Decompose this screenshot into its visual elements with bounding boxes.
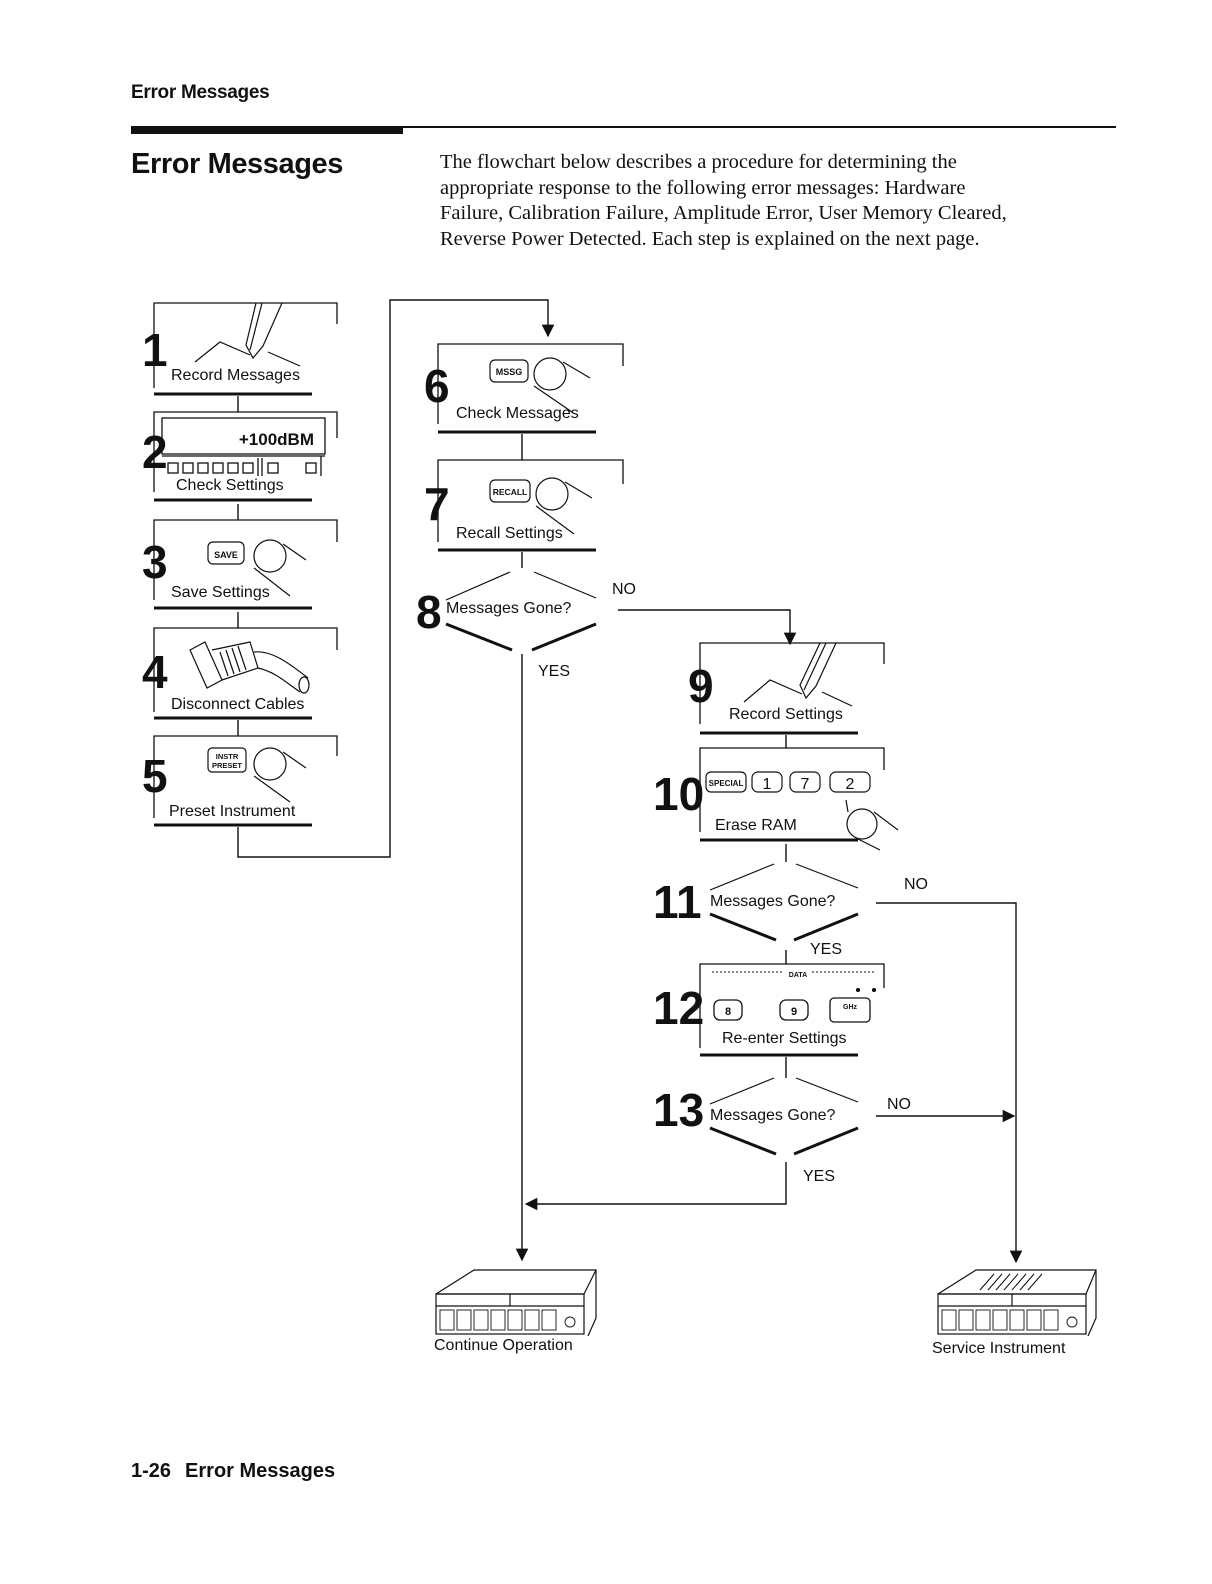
step-5: 5 INSTR PRESET Preset Instrument	[142, 735, 338, 827]
footer-title: Error Messages	[185, 1460, 336, 1482]
decision-question: Messages Gone?	[710, 893, 836, 910]
step-2: 2 +100dBM Check Settings	[142, 411, 338, 502]
keypad-icon	[712, 971, 877, 1023]
running-head: Error Messages	[131, 82, 270, 103]
finger-press-icon	[207, 539, 307, 597]
header-rule-thick	[131, 126, 403, 134]
step-10: 10 SPECIAL 1 7 2 Erase RAM	[653, 747, 899, 851]
intro-paragraph: The flowchart below describes a procedur…	[440, 150, 1120, 252]
step-number: 5	[142, 750, 168, 802]
step-1: 1 Record Messages	[142, 302, 338, 396]
step-label: Record Settings	[729, 706, 843, 723]
preset-key-label: INSTR	[216, 752, 239, 761]
pencil-icon	[743, 642, 853, 707]
key-label: 9	[791, 1006, 797, 1018]
step-label: Save Settings	[171, 584, 270, 601]
display-readout: +100dBM	[239, 430, 314, 449]
page-footer: 1-26 Error Messages	[131, 1460, 335, 1483]
data-panel-label: DATA	[789, 972, 807, 979]
step-6: 6 MSSG Check Messages	[424, 343, 624, 434]
step-label: Check Messages	[456, 405, 579, 422]
decision-number: 8	[416, 586, 442, 638]
step-label: Check Settings	[176, 477, 284, 494]
save-key-label: SAVE	[214, 550, 238, 560]
key-label: 2	[846, 776, 855, 793]
decision-13: 13 Messages Gone? NO YES	[653, 1077, 911, 1185]
decision-question: Messages Gone?	[710, 1107, 836, 1124]
key-label: 1	[763, 776, 772, 793]
step-label: Re-enter Settings	[722, 1030, 847, 1047]
step-4: 4 Disconnect Cables	[142, 627, 338, 720]
connector-lines	[237, 299, 1023, 1264]
instrument-icon	[435, 1269, 597, 1337]
key-label: GHz	[843, 1004, 858, 1011]
page-number: 1-26	[131, 1460, 172, 1482]
cable-connector-icon	[189, 641, 310, 694]
step-9: 9 Record Settings	[688, 642, 885, 735]
step-number: 7	[424, 478, 450, 530]
no-label: NO	[612, 581, 636, 598]
step-label: Erase RAM	[715, 817, 797, 834]
decision-number: 13	[653, 1084, 704, 1136]
step-number: 1	[142, 324, 168, 376]
step-label: Disconnect Cables	[171, 696, 304, 713]
section-title: Error Messages	[131, 148, 344, 180]
step-12: 12 DATA 8 9 GHz Re-enter Settings	[653, 963, 885, 1057]
decision-8: 8 Messages Gone? NO YES	[416, 571, 636, 680]
key-label: 8	[725, 1006, 731, 1018]
key-label: 7	[801, 776, 810, 793]
finger-press-icon	[489, 477, 593, 535]
header-rule-thin	[403, 126, 1116, 128]
outcome-service-instrument: Service Instrument	[932, 1269, 1097, 1357]
step-number: 3	[142, 536, 168, 588]
step-number: 4	[142, 646, 168, 698]
step-label: Preset Instrument	[169, 803, 296, 820]
mssg-key-label: MSSG	[496, 367, 523, 377]
step-number: 6	[424, 360, 450, 412]
special-key-label: SPECIAL	[709, 779, 744, 788]
outcome-continue-operation: Continue Operation	[434, 1269, 597, 1354]
recall-key-label: RECALL	[493, 487, 527, 497]
step-label: Recall Settings	[456, 525, 563, 542]
intro-line: Reverse Power Detected. Each step is exp…	[440, 227, 980, 250]
finger-press-icon	[705, 771, 899, 851]
intro-line: The flowchart below describes a procedur…	[440, 151, 957, 173]
step-number: 2	[142, 426, 168, 478]
step-7: 7 RECALL Recall Settings	[424, 459, 624, 552]
intro-line: Failure, Calibration Failure, Amplitude …	[440, 202, 1007, 224]
decision-question: Messages Gone?	[446, 600, 572, 617]
step-number: 12	[653, 982, 704, 1034]
step-number: 9	[688, 660, 714, 712]
instrument-icon	[937, 1269, 1097, 1337]
display-panel-icon	[161, 417, 326, 476]
preset-key-label: PRESET	[212, 761, 242, 770]
intro-line: appropriate response to the following er…	[440, 176, 966, 199]
outcome-label: Service Instrument	[932, 1340, 1066, 1357]
step-label: Record Messages	[171, 367, 300, 384]
finger-press-icon	[489, 357, 591, 413]
pencil-icon	[194, 302, 301, 367]
step-number: 10	[653, 768, 704, 820]
yes-label: YES	[538, 663, 570, 680]
no-label: NO	[904, 876, 928, 893]
step-3: 3 SAVE Save Settings	[142, 519, 338, 610]
outcome-label: Continue Operation	[434, 1337, 573, 1354]
no-label: NO	[887, 1096, 911, 1113]
finger-press-icon	[207, 747, 307, 803]
decision-11: 11 Messages Gone? NO YES	[653, 863, 928, 958]
yes-label: YES	[810, 941, 842, 958]
yes-label: YES	[803, 1168, 835, 1185]
decision-number: 11	[653, 876, 702, 928]
